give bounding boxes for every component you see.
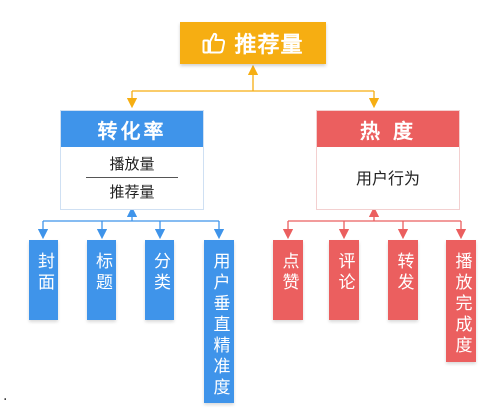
heat-title: 热 度 (317, 111, 459, 147)
user-behavior-label: 用户行为 (355, 169, 420, 188)
formula-denominator: 推荐量 (109, 183, 155, 201)
leaf-cover: 封面 (29, 240, 58, 320)
thumbs-up-icon (202, 32, 226, 54)
leaf-comment: 评论 (329, 240, 359, 320)
leaf-like-label: 点赞 (278, 252, 299, 294)
leaf-share: 转发 (388, 240, 418, 320)
leaf-category: 分类 (145, 240, 174, 320)
fraction-bar (86, 177, 178, 178)
leaf-like: 点赞 (273, 240, 303, 320)
left-connectors (37, 206, 225, 240)
leaf-title: 标题 (87, 240, 116, 320)
footnote-dot: . (3, 388, 8, 404)
leaf-share-label: 转发 (393, 252, 414, 294)
leaf-user-vertical-precision: 用户垂直精准度 (204, 240, 234, 403)
root-connectors (126, 64, 380, 109)
leaf-category-label: 分类 (150, 252, 170, 294)
leaf-cover-label: 封面 (34, 252, 54, 294)
formula-numerator: 播放量 (109, 155, 155, 173)
right-connectors (282, 206, 467, 240)
leaf-title-label: 标题 (92, 252, 112, 294)
conversion-formula: 播放量 推荐量 (61, 147, 203, 202)
conversion-rate-title: 转化率 (61, 111, 203, 147)
conversion-rate-node: 转化率 播放量 推荐量 (60, 110, 204, 210)
heat-node: 热 度 用户行为 (316, 110, 460, 210)
leaf-completion-rate-label: 播放完成度 (451, 252, 472, 357)
root-label: 推荐量 (234, 33, 304, 58)
leaf-completion-rate: 播放完成度 (446, 240, 476, 362)
leaf-user-vertical-precision-label: 用户垂直精准度 (209, 252, 230, 399)
root-node: 推荐量 (180, 22, 326, 64)
leaf-comment-label: 评论 (334, 252, 355, 294)
